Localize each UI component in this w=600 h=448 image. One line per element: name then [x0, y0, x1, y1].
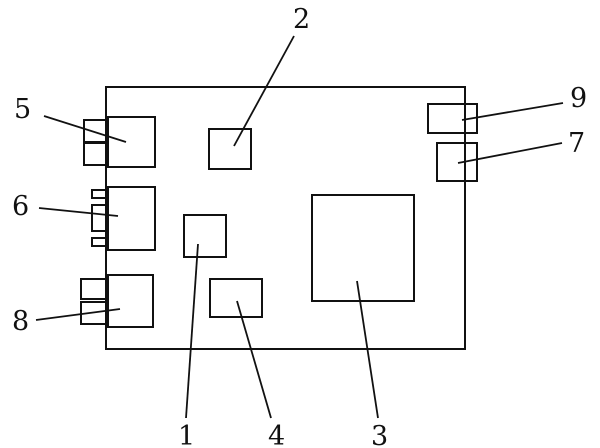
- connector-6-body: [107, 186, 156, 251]
- leader-line-5: [43, 115, 127, 143]
- connector-6-pin-middle: [91, 204, 109, 232]
- connector-8: [80, 274, 154, 328]
- component-4: [209, 278, 263, 318]
- label-2: 2: [293, 4, 310, 35]
- leader-line-3: [356, 280, 379, 419]
- connector-8-tab-bottom: [80, 301, 109, 325]
- connector-5-tab-bottom: [83, 142, 109, 166]
- label-6: 6: [12, 191, 29, 222]
- component-9: [427, 103, 478, 134]
- label-5: 5: [14, 94, 31, 125]
- connector-5-body: [107, 116, 156, 168]
- connector-6-pin-bottom: [91, 237, 109, 247]
- label-8: 8: [12, 306, 29, 337]
- label-4: 4: [268, 421, 285, 448]
- leader-line-7: [457, 142, 563, 164]
- connector-6-pin-top: [91, 189, 109, 199]
- leader-line-4: [236, 300, 272, 419]
- label-1: 1: [178, 421, 195, 448]
- board-outline: [105, 86, 466, 350]
- component-1: [183, 214, 227, 258]
- connector-8-tab-top: [80, 278, 109, 300]
- connector-8-body: [107, 274, 154, 328]
- component-7: [436, 142, 478, 182]
- connector-6: [91, 186, 156, 251]
- connector-5-tab-top: [83, 119, 109, 143]
- leader-line-8: [35, 308, 121, 321]
- leader-line-2: [233, 35, 295, 147]
- label-3: 3: [371, 421, 388, 448]
- connector-5: [83, 116, 156, 168]
- component-2: [208, 128, 252, 170]
- leader-line-9: [461, 102, 564, 121]
- leader-line-6: [38, 207, 119, 217]
- leader-line-1: [185, 243, 199, 419]
- label-9: 9: [570, 83, 587, 114]
- label-7: 7: [568, 128, 585, 159]
- component-3-chip: [311, 194, 415, 302]
